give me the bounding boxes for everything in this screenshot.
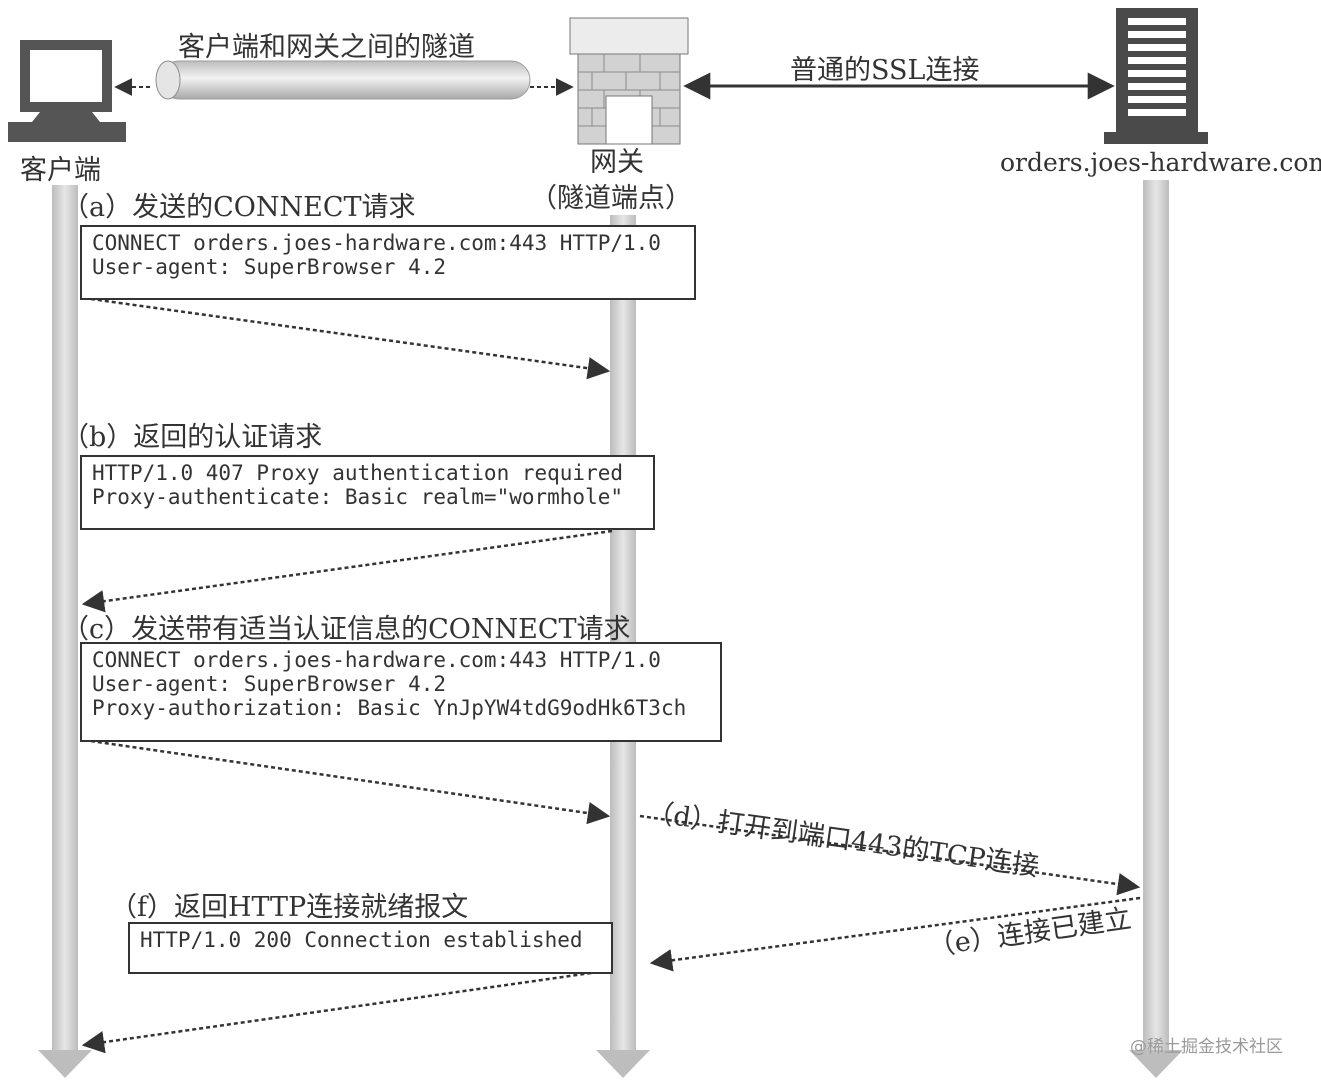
gateway-sublabel: （隧道端点） xyxy=(530,183,692,214)
step-f-label: （f）返回HTTP连接就绪报文 xyxy=(110,892,469,923)
server-icon xyxy=(1104,8,1208,144)
box-c-line: CONNECT orders.joes-hardware.com:443 HTT… xyxy=(92,648,661,672)
auth-challenge-box: HTTP/1.0 407 Proxy authentication requir… xyxy=(80,455,655,530)
server-label: orders.joes-hardware.com xyxy=(1000,148,1321,177)
arrow-f xyxy=(81,968,613,1054)
arrow-b xyxy=(81,529,613,613)
client-label: 客户端 xyxy=(20,155,101,186)
box-b-line: Proxy-authenticate: Basic realm="wormhol… xyxy=(92,485,624,509)
box-f-line: HTTP/1.0 200 Connection established xyxy=(140,928,583,952)
computer-icon xyxy=(8,40,126,142)
authenticated-connect-box: CONNECT orders.joes-hardware.com:443 HTT… xyxy=(80,642,722,742)
step-b-label: （b）返回的认证请求 xyxy=(62,422,323,453)
box-a-line: CONNECT orders.joes-hardware.com:443 HTT… xyxy=(92,231,661,255)
connection-established-box: HTTP/1.0 200 Connection established xyxy=(128,922,613,974)
gateway-lifeline xyxy=(596,215,650,1078)
arrow-a xyxy=(83,296,611,380)
ssl-connection-label: 普通的SSL连接 xyxy=(790,55,980,86)
watermark: @稀土掘金技术社区 xyxy=(1130,1037,1283,1057)
arrow-e xyxy=(649,896,1141,972)
connect-request-box: CONNECT orders.joes-hardware.com:443 HTT… xyxy=(80,225,696,300)
box-c-line: Proxy-authorization: Basic YnJpYW4tdG9od… xyxy=(92,696,687,720)
box-a-line: User-agent: SuperBrowser 4.2 xyxy=(92,255,447,279)
server-lifeline xyxy=(1129,180,1183,1078)
gateway-label: 网关 xyxy=(590,147,644,178)
step-a-label: （a）发送的CONNECT请求 xyxy=(62,192,416,223)
tunnel-label: 客户端和网关之间的隧道 xyxy=(178,32,475,63)
tunnel-icon xyxy=(155,60,531,100)
firewall-icon xyxy=(569,17,689,145)
box-c-line: User-agent: SuperBrowser 4.2 xyxy=(92,672,447,696)
arrow-c xyxy=(83,738,611,825)
client-lifeline xyxy=(38,185,92,1078)
box-b-line: HTTP/1.0 407 Proxy authentication requir… xyxy=(92,461,624,485)
step-c-label: （c）发送带有适当认证信息的CONNECT请求 xyxy=(62,614,631,645)
